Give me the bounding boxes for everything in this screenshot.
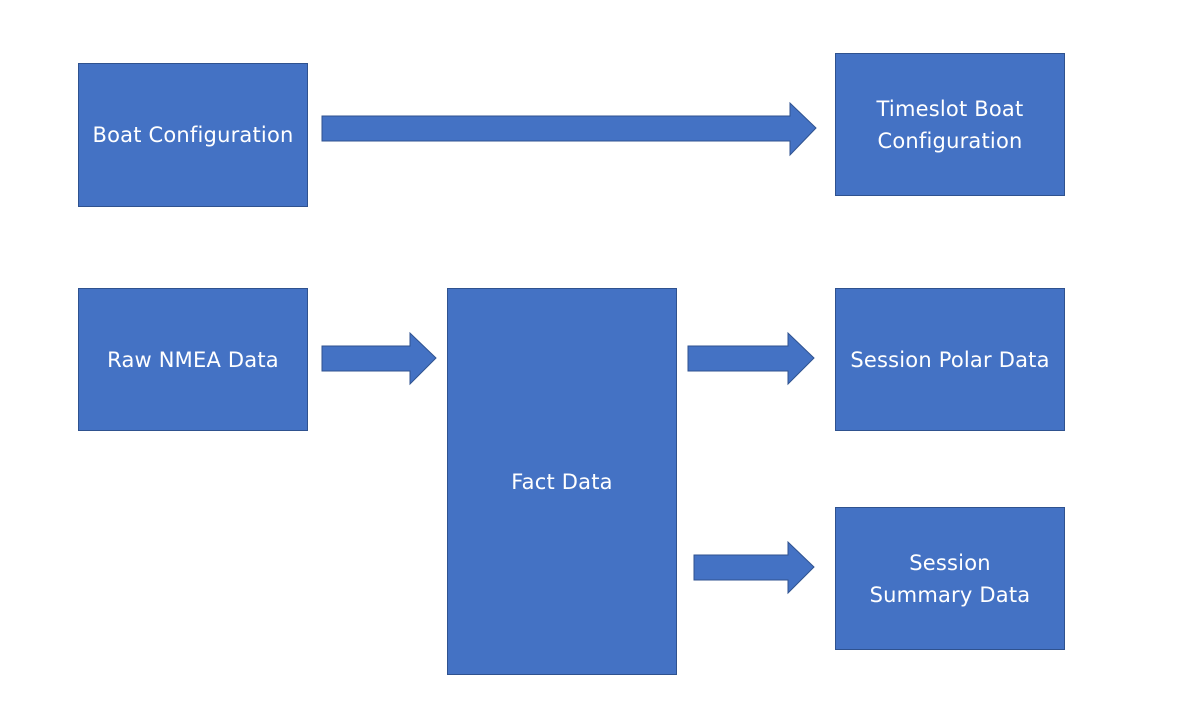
arrow-raw-nmea-to-fact-data xyxy=(321,331,437,386)
timeslot-boat-configuration-label: Timeslot Boat Configuration xyxy=(876,96,1024,153)
session-summary-data-label: Session Summary Data xyxy=(869,550,1031,607)
boat-configuration-box: Boat Configuration xyxy=(78,63,308,207)
raw-nmea-data-box: Raw NMEA Data xyxy=(78,288,308,431)
arrow-fact-data-to-session-summary xyxy=(693,540,815,595)
session-polar-data-box: Session Polar Data xyxy=(835,288,1065,431)
session-polar-data-label: Session Polar Data xyxy=(850,347,1050,372)
fact-data-label: Fact Data xyxy=(511,469,613,494)
fact-data-box: Fact Data xyxy=(447,288,677,675)
timeslot-boat-configuration-box: Timeslot Boat Configuration xyxy=(835,53,1065,196)
raw-nmea-data-label: Raw NMEA Data xyxy=(107,347,279,372)
boat-configuration-label: Boat Configuration xyxy=(92,123,294,147)
arrow-boat-config-to-timeslot-config xyxy=(321,101,817,157)
session-summary-data-box: Session Summary Data xyxy=(835,507,1065,650)
arrow-fact-data-to-session-polar xyxy=(687,331,815,386)
